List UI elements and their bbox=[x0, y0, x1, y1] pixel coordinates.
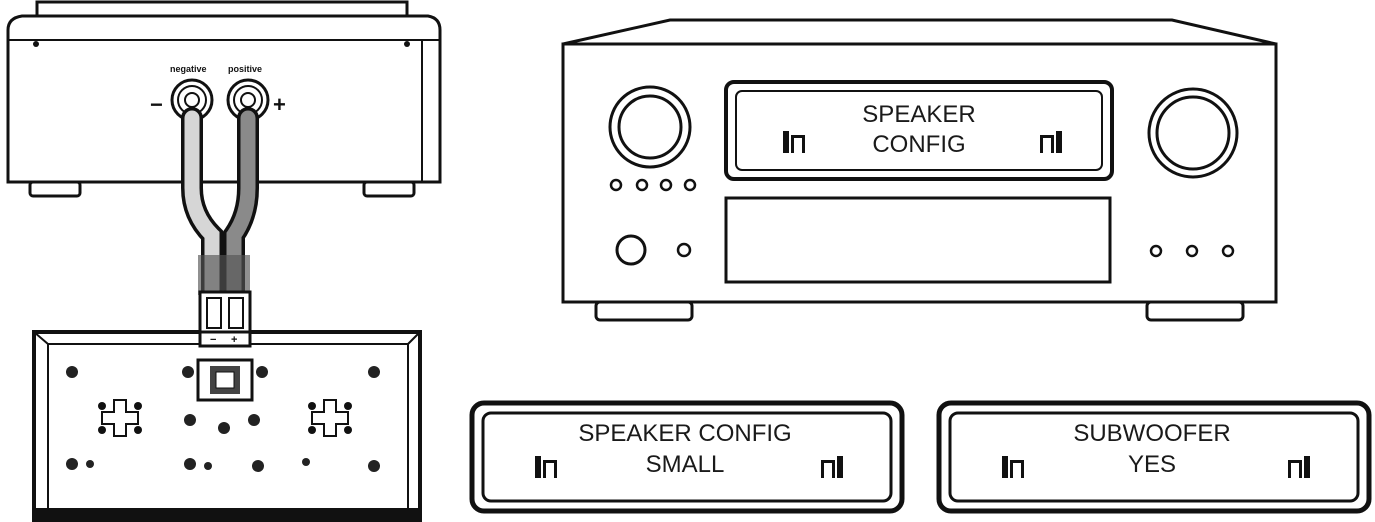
amplifier: negative positive − + bbox=[6, 0, 442, 198]
arrow-left-icon bbox=[535, 456, 557, 478]
speaker-config-line1: SPEAKER CONFIG bbox=[578, 420, 791, 447]
av-receiver: SPEAKER CONFIG bbox=[561, 18, 1278, 322]
speaker-input-connector: − + bbox=[198, 290, 252, 348]
volume-knob-right bbox=[1147, 87, 1239, 179]
label-negative: negative bbox=[170, 64, 207, 74]
connector-sign-plus: + bbox=[231, 334, 237, 346]
power-socket bbox=[196, 358, 254, 402]
display-subwoofer: SUBWOOFER YES bbox=[936, 400, 1372, 514]
volume-knob-left bbox=[608, 85, 692, 169]
receiver-buttons bbox=[609, 178, 1235, 258]
foot-pad-left bbox=[98, 399, 142, 437]
arrow-left-icon bbox=[1002, 456, 1024, 478]
speaker-cables bbox=[181, 107, 259, 301]
receiver-display-line2: CONFIG bbox=[872, 131, 965, 158]
receiver-display: SPEAKER CONFIG bbox=[724, 80, 1114, 181]
disc-tray bbox=[724, 196, 1112, 284]
arrow-left-icon bbox=[783, 131, 805, 153]
terminal-negative bbox=[170, 78, 214, 122]
sign-minus: − bbox=[150, 92, 163, 117]
arrow-right-icon bbox=[821, 456, 843, 478]
receiver-display-line1: SPEAKER bbox=[862, 101, 975, 128]
headphone-jack bbox=[615, 234, 647, 266]
sign-plus: + bbox=[273, 92, 286, 117]
label-positive: positive bbox=[228, 64, 262, 74]
foot-pad-right bbox=[308, 399, 352, 437]
arrow-right-icon bbox=[1040, 131, 1062, 153]
subwoofer: − + bbox=[32, 290, 422, 522]
speaker-config-line2: SMALL bbox=[646, 451, 725, 478]
subwoofer-line2: YES bbox=[1128, 451, 1176, 478]
display-speaker-config: SPEAKER CONFIG SMALL bbox=[469, 400, 905, 514]
subwoofer-line1: SUBWOOFER bbox=[1073, 420, 1230, 447]
subwoofer-screws bbox=[66, 366, 380, 472]
connector-sign-minus: − bbox=[210, 334, 216, 346]
arrow-right-icon bbox=[1288, 456, 1310, 478]
